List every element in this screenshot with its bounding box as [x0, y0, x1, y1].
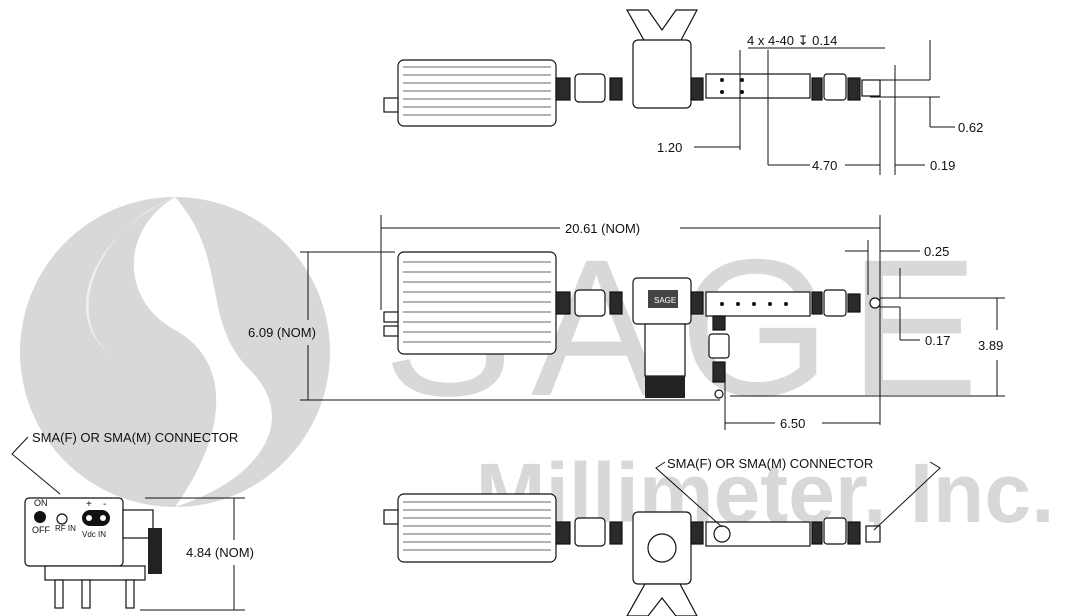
vdc-in-label: Vdc IN: [82, 530, 106, 539]
end-view: SMA(F) OR SMA(M) CONNECTOR ON OFF RF IN …: [11, 430, 254, 611]
dim-height-4-84: 4.84 (NOM): [186, 545, 254, 560]
dim-overall-length: 20.61 (NOM): [565, 221, 640, 236]
waveguide-chain: [555, 39, 881, 109]
mount-bracket: [625, 9, 698, 43]
dim-6-50: 6.50: [780, 416, 805, 431]
dim-height-6-09: 6.09 (NOM): [248, 325, 316, 340]
on-label: ON: [34, 498, 48, 508]
bottom-view: SMA(F) OR SMA(M) CONNECTOR: [383, 456, 941, 616]
watermark: SAGE Millimeter, Inc.: [20, 197, 1054, 540]
bottom-connector-leaders: [655, 461, 941, 531]
end-panel: [24, 497, 162, 609]
dim-0-17: 0.17: [925, 333, 950, 348]
waveguide-chain-side: SAGE: [555, 277, 881, 399]
dim-0-62: 0.62: [958, 120, 983, 135]
amplifier-body-bottom: [383, 493, 557, 563]
dim-4-70: 4.70: [812, 158, 837, 173]
waveguide-chain-bottom: [555, 511, 881, 616]
sage-swirl-logo: [20, 197, 330, 507]
top-view: 4 x 4-40 ↧ 0.14 1.20 4.70 0.62 0.19: [383, 9, 983, 175]
dim-0-19: 0.19: [930, 158, 955, 173]
dim-3-89: 3.89: [978, 338, 1003, 353]
end-dimension: [140, 497, 245, 611]
connector-leader-end: [11, 436, 61, 495]
bottom-connector-note: SMA(F) OR SMA(M) CONNECTOR: [667, 456, 873, 471]
rf-in-label: RF IN: [55, 524, 76, 533]
amplifier-body: [383, 59, 557, 127]
side-view: SAGE: [248, 215, 1005, 431]
end-connector-note: SMA(F) OR SMA(M) CONNECTOR: [32, 430, 238, 445]
sage-plate-text: SAGE: [654, 296, 676, 305]
dim-1-20: 1.20: [657, 140, 682, 155]
plus-label: +: [86, 499, 92, 510]
minus-label: -: [103, 499, 106, 510]
hole-callout: 4 x 4-40 ↧ 0.14: [747, 33, 837, 48]
top-dimensions: [694, 40, 955, 175]
dim-0-25: 0.25: [924, 244, 949, 259]
off-label: OFF: [32, 525, 50, 535]
side-dimensions: [300, 215, 1005, 430]
amplifier-body-side: [383, 251, 557, 355]
